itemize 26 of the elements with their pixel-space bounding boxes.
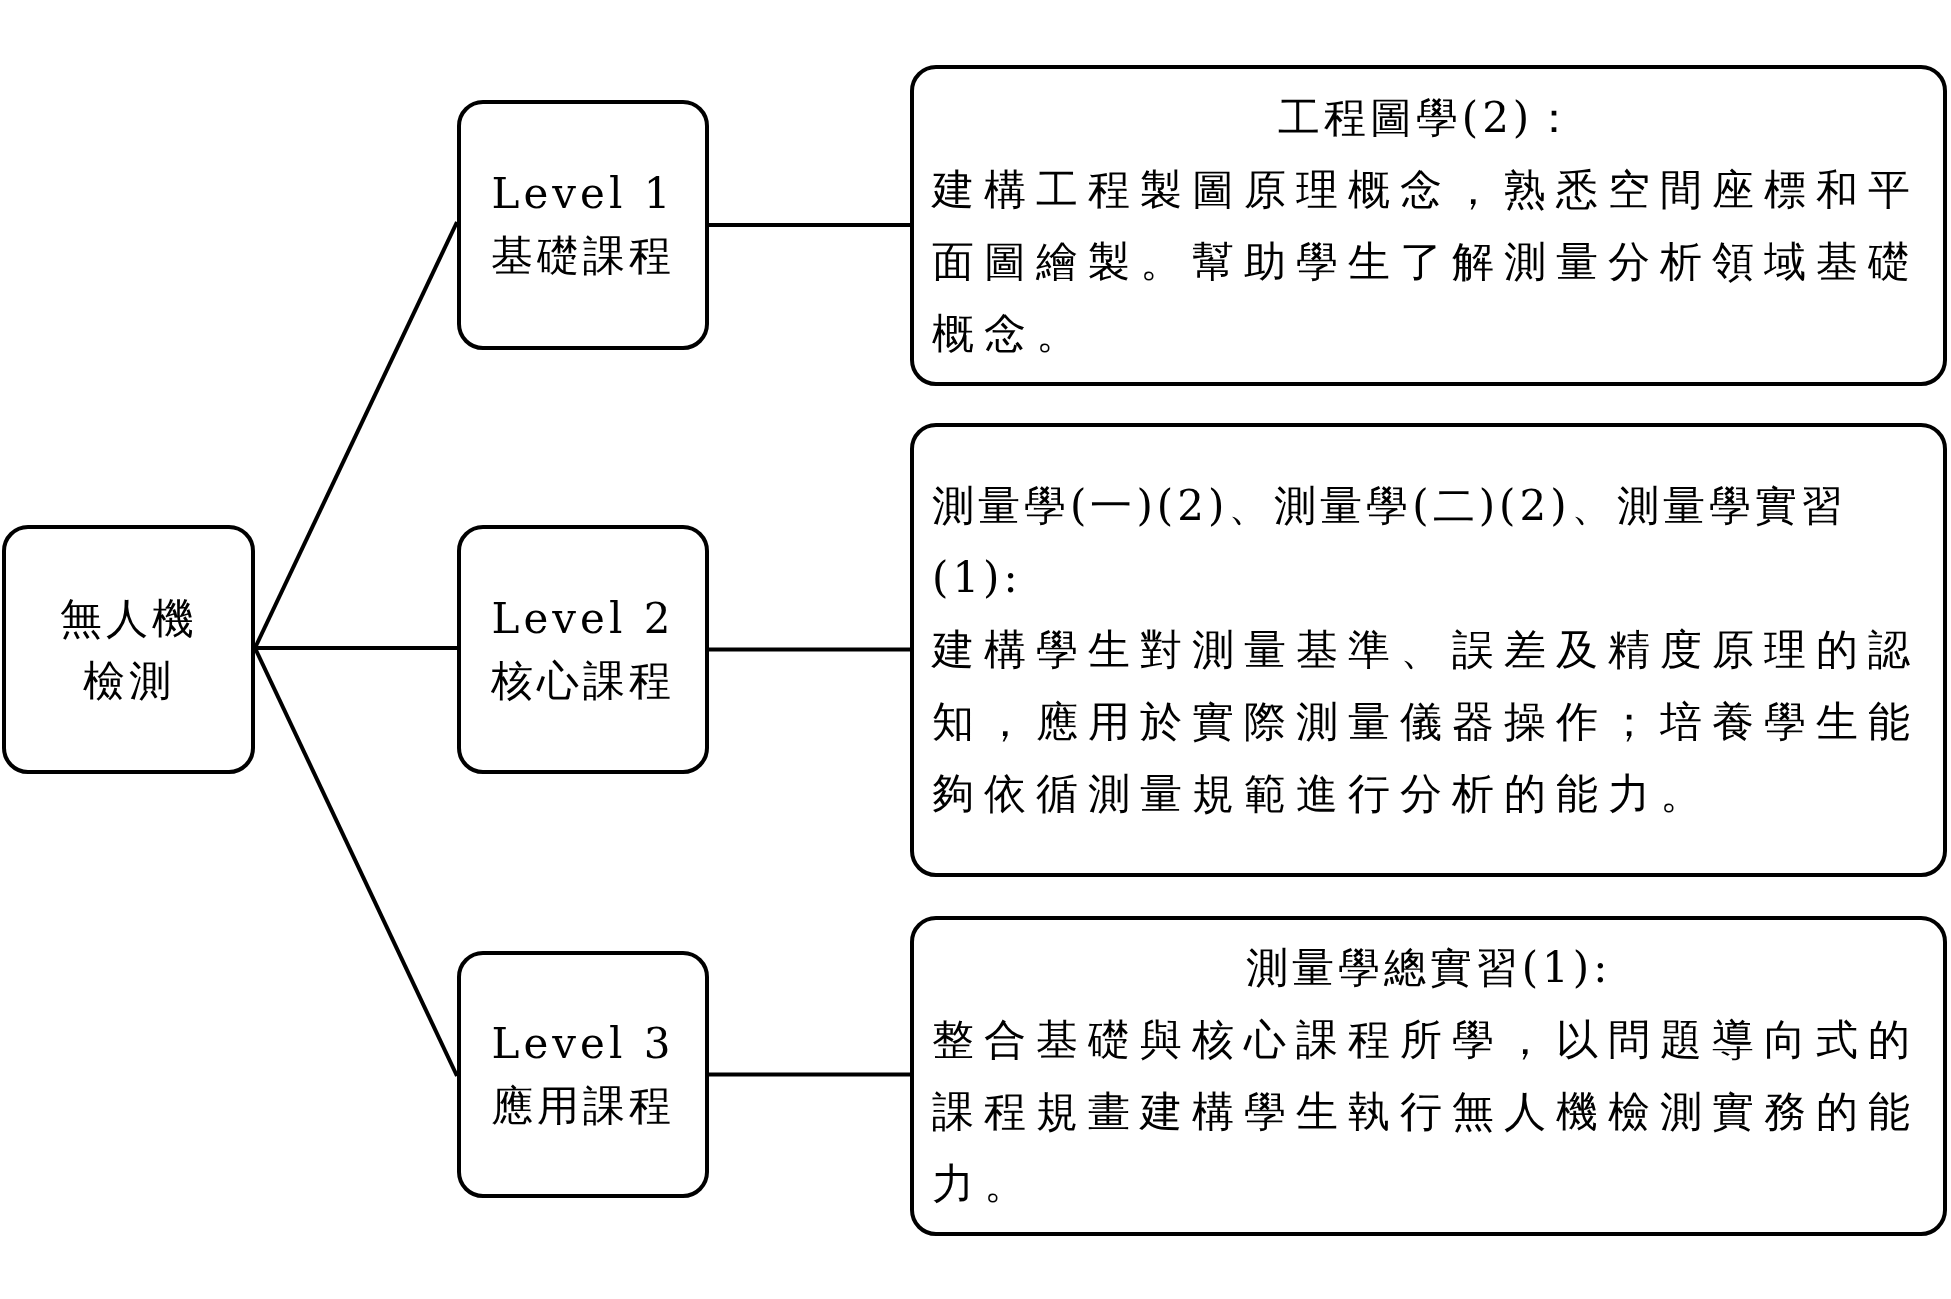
description-box bbox=[910, 65, 1947, 386]
course-heading: 測量學(一)(2)、測量學(二)(2)、測量學實習(1): bbox=[932, 480, 1848, 604]
level-box bbox=[457, 951, 709, 1198]
course-label: 基礎課程 bbox=[491, 230, 675, 282]
course-label: 應用課程 bbox=[491, 1079, 675, 1132]
connector-line bbox=[255, 646, 457, 650]
connector-line bbox=[709, 223, 910, 227]
level-label: Level 2 bbox=[491, 592, 675, 645]
description-box bbox=[910, 423, 1947, 877]
connector-line bbox=[709, 1072, 910, 1077]
level-box bbox=[457, 525, 709, 774]
level-label: Level 1 bbox=[491, 168, 675, 220]
topic-box bbox=[2, 525, 255, 774]
course-description: 整合基礎與核心課程所學，以問題導向式的課程規畫建構學生執行無人機檢測實務的能力。 bbox=[932, 1014, 1921, 1210]
level-box bbox=[457, 100, 709, 350]
course-description: 建構學生對測量基準、誤差及精度原理的認知，應用於實際測量儀器操作；培養學生能夠依循測量規範進行分析的能力。 bbox=[932, 624, 1921, 820]
connector-line bbox=[253, 647, 459, 1077]
course-heading: 工程圖學(2)： bbox=[1277, 91, 1580, 144]
connector-line bbox=[253, 221, 459, 649]
description-box bbox=[910, 916, 1947, 1236]
course-label: 核心課程 bbox=[491, 654, 675, 707]
connector-line bbox=[709, 647, 910, 652]
level-label: Level 3 bbox=[491, 1017, 675, 1070]
course-description: 建構工程製圖原理概念，熟悉空間座標和平面圖繪製。幫助學生了解測量分析領域基礎概念。 bbox=[932, 163, 1921, 360]
topic-label: 無人機檢測 bbox=[58, 592, 199, 707]
course-heading: 測量學總實習(1): bbox=[1245, 942, 1612, 994]
